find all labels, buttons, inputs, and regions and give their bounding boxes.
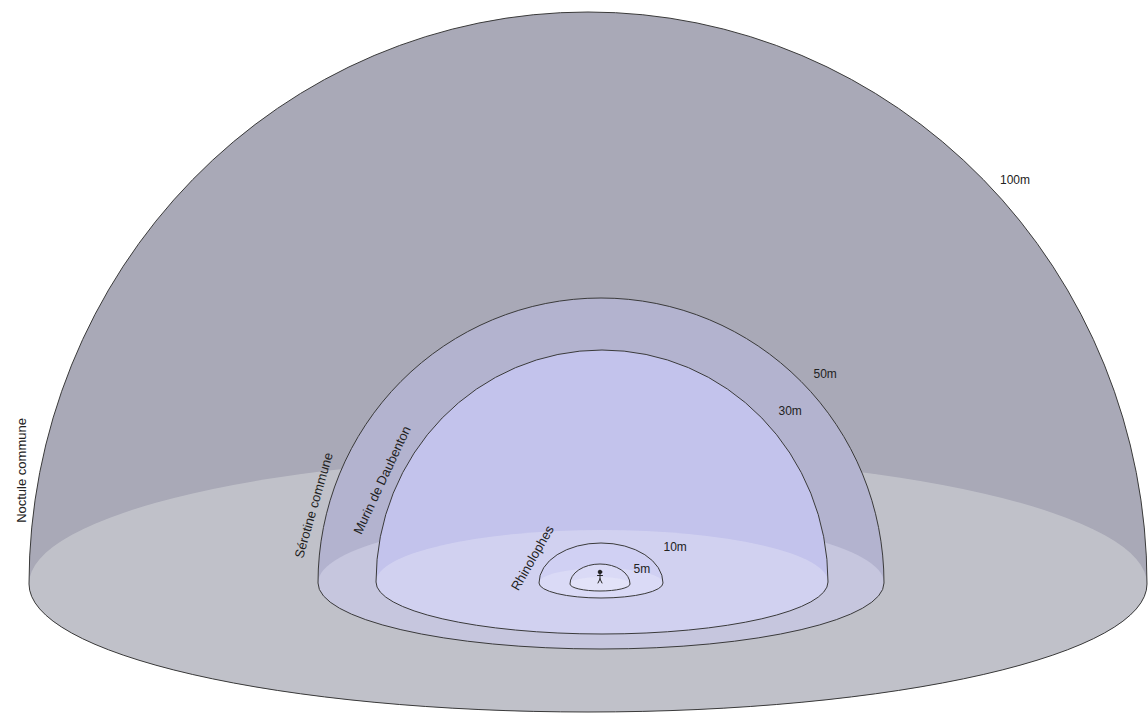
distance-label: 30m xyxy=(779,405,802,419)
distance-label: 10m xyxy=(664,541,687,555)
range-dome: Noctule commune100mSérotine commune50mMu… xyxy=(29,12,1147,712)
range-dome: Rhinolophes10m5m xyxy=(539,543,663,598)
distance-label: 50m xyxy=(814,368,837,382)
range-dome: Murin de Daubenton30mRhinolophes10m5m xyxy=(376,350,828,634)
distance-label: 100m xyxy=(1000,174,1030,188)
range-dome: Sérotine commune50mMurin de Daubenton30m… xyxy=(318,298,884,649)
distance-label: 5m xyxy=(634,563,651,577)
range-dome: 5m xyxy=(570,564,630,591)
dome-outline xyxy=(570,564,630,591)
species-label: Noctule commune xyxy=(14,418,29,523)
